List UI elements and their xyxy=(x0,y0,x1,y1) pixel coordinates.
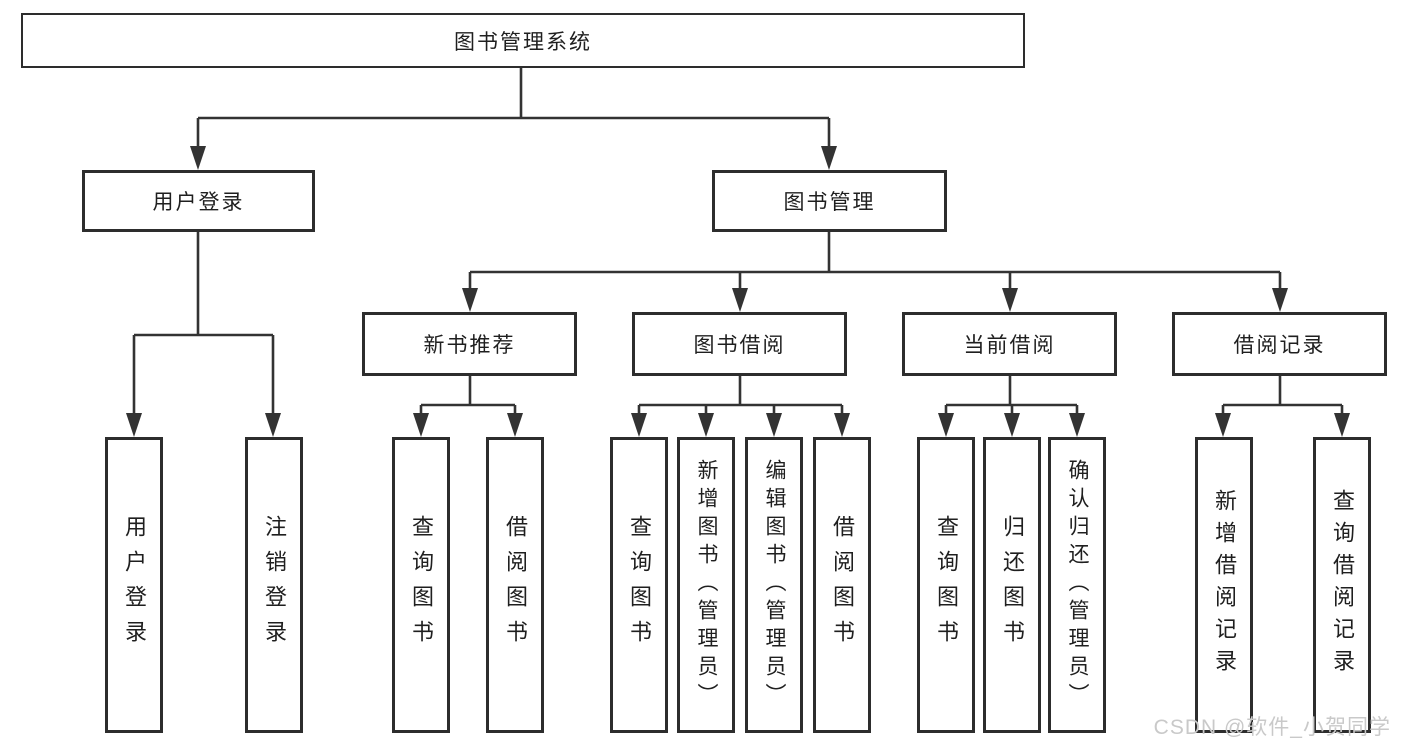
arrowhead-icon xyxy=(462,288,478,312)
node-label: 查询借阅记录 xyxy=(1330,489,1355,681)
node-label: 图书管理系统 xyxy=(454,30,592,54)
node-label: 借阅图书 xyxy=(503,515,528,655)
node-current-borrowing: 当前借阅 xyxy=(902,312,1117,376)
node-label: 新书推荐 xyxy=(423,334,516,357)
leaf-return-books: 归还图书 xyxy=(983,437,1041,733)
node-label: 归还图书 xyxy=(1000,515,1025,655)
node-label: 借阅记录 xyxy=(1233,334,1326,357)
leaf-query-borrow-record: 查询借阅记录 xyxy=(1313,437,1371,733)
arrowhead-icon xyxy=(126,413,142,437)
arrowhead-icon xyxy=(1334,413,1350,437)
node-label: 查询图书 xyxy=(627,515,652,655)
node-label: 用户登录 xyxy=(122,515,147,655)
node-book-borrowing: 图书借阅 xyxy=(632,312,847,376)
arrowhead-icon xyxy=(821,146,837,170)
node-label: 注销登录 xyxy=(262,515,287,655)
arrowhead-icon xyxy=(732,288,748,312)
node-label: 新增借阅记录 xyxy=(1212,489,1237,681)
leaf-user-login: 用户登录 xyxy=(105,437,163,733)
node-label: 用户登录 xyxy=(152,191,245,214)
arrowhead-icon xyxy=(834,413,850,437)
arrowhead-icon xyxy=(1272,288,1288,312)
node-label: 新增图书（管理员） xyxy=(695,459,718,711)
node-book-management: 图书管理 xyxy=(712,170,947,232)
leaf-borrow-books: 借阅图书 xyxy=(486,437,544,733)
leaf-borrow-books: 借阅图书 xyxy=(813,437,871,733)
node-user-login: 用户登录 xyxy=(82,170,315,232)
node-label: 确认归还（管理员） xyxy=(1066,459,1089,711)
node-new-book-recommend: 新书推荐 xyxy=(362,312,577,376)
leaf-logout: 注销登录 xyxy=(245,437,303,733)
arrowhead-icon xyxy=(1215,413,1231,437)
leaf-confirm-return-admin: 确认归还（管理员） xyxy=(1048,437,1106,733)
arrowhead-icon xyxy=(631,413,647,437)
node-label: 借阅图书 xyxy=(830,515,855,655)
arrowhead-icon xyxy=(265,413,281,437)
arrowhead-icon xyxy=(1069,413,1085,437)
arrowhead-icon xyxy=(698,413,714,437)
node-label: 编辑图书（管理员） xyxy=(763,459,786,711)
leaf-query-books: 查询图书 xyxy=(917,437,975,733)
arrowhead-icon xyxy=(938,413,954,437)
node-label: 图书借阅 xyxy=(693,334,786,357)
node-label: 当前借阅 xyxy=(963,334,1056,357)
node-label: 查询图书 xyxy=(409,515,434,655)
leaf-edit-books-admin: 编辑图书（管理员） xyxy=(745,437,803,733)
leaf-add-books-admin: 新增图书（管理员） xyxy=(677,437,735,733)
leaf-query-books: 查询图书 xyxy=(392,437,450,733)
node-label: 图书管理 xyxy=(783,191,876,214)
node-label: 查询图书 xyxy=(934,515,959,655)
arrowhead-icon xyxy=(507,413,523,437)
arrowhead-icon xyxy=(1002,288,1018,312)
arrowhead-icon xyxy=(766,413,782,437)
node-library-management-system: 图书管理系统 xyxy=(21,13,1025,68)
leaf-add-borrow-record: 新增借阅记录 xyxy=(1195,437,1253,733)
arrowhead-icon xyxy=(413,413,429,437)
arrowhead-icon xyxy=(1004,413,1020,437)
leaf-query-books: 查询图书 xyxy=(610,437,668,733)
arrowhead-icon xyxy=(190,146,206,170)
node-borrow-records: 借阅记录 xyxy=(1172,312,1387,376)
